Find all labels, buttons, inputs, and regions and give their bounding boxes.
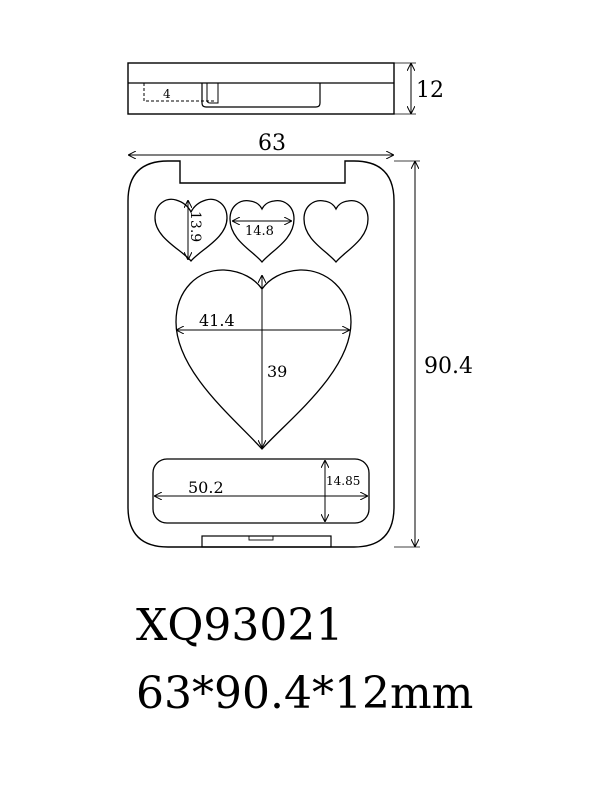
pan-height-label: 14.85 bbox=[326, 474, 360, 488]
small-heart-height-label: 13.9 bbox=[187, 211, 203, 242]
side-view-catch bbox=[201, 83, 321, 108]
bottom-catch bbox=[201, 535, 332, 548]
small-heart-middle bbox=[229, 200, 295, 264]
bottom-pan bbox=[152, 458, 370, 524]
large-heart-width-label: 41.4 bbox=[199, 311, 235, 330]
large-heart bbox=[175, 269, 352, 450]
depth-label: 12 bbox=[416, 78, 444, 103]
side-view-body bbox=[127, 62, 395, 115]
model-number: XQ93021 bbox=[136, 600, 344, 651]
small-heart-width-label: 14.8 bbox=[245, 224, 274, 239]
case-outline bbox=[127, 160, 395, 548]
small-heart-right bbox=[303, 200, 369, 264]
side-view: 4 12 bbox=[127, 62, 444, 115]
hinge-offset-dashed bbox=[143, 83, 214, 102]
product-size: 63*90.4*12mm bbox=[136, 668, 474, 719]
height-label: 90.4 bbox=[424, 354, 473, 379]
hinge-offset-label: 4 bbox=[163, 87, 171, 101]
width-label: 63 bbox=[258, 131, 286, 156]
front-view: 63 90.4 13.9 14.8 41.4 39 50.2 14.85 bbox=[127, 131, 473, 548]
large-heart-height-label: 39 bbox=[267, 362, 287, 381]
pan-width-label: 50.2 bbox=[188, 478, 224, 497]
